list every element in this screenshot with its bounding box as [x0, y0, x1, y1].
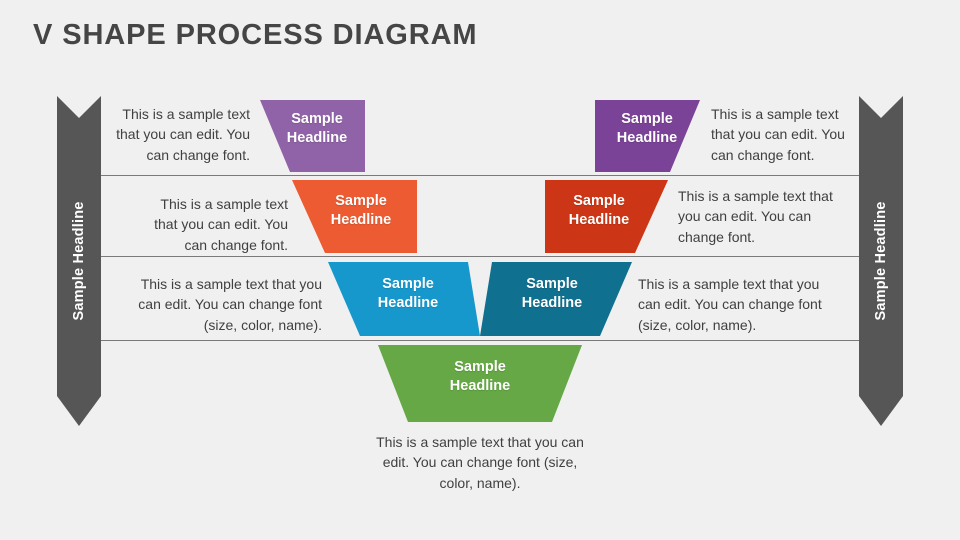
shape-label-purple-left: Sample Headline	[286, 111, 348, 146]
row-divider-3	[95, 340, 864, 341]
body-text-purple-left: This is a sample text that you can edit.…	[116, 106, 250, 163]
sidebar-right[interactable]: Sample Headline	[859, 96, 903, 426]
row-divider-1	[95, 175, 864, 176]
shape-label-green-bottom: Sample Headline	[449, 359, 511, 394]
body-text-red-right: This is a sample text that you can edit.…	[678, 188, 833, 245]
sidebar-left[interactable]: Sample Headline	[57, 96, 101, 426]
shape-label-blue-right: Sample Headline	[521, 276, 583, 311]
page-title: V SHAPE PROCESS DIAGRAM	[33, 19, 478, 51]
shape-label-orange-left: Sample Headline	[330, 193, 392, 228]
shape-label-purple-right: Sample Headline	[616, 111, 678, 146]
body-text-green-bottom: This is a sample text that you can edit.…	[376, 434, 584, 491]
shape-label-red-right: Sample Headline	[568, 193, 630, 228]
body-text-blue-left: This is a sample text that you can edit.…	[138, 276, 322, 333]
body-text-orange-left: This is a sample text that you can edit.…	[154, 196, 288, 253]
shape-label-blue-left: Sample Headline	[377, 276, 439, 311]
body-text-blue-right: This is a sample text that you can edit.…	[638, 276, 822, 333]
body-text-purple-right: This is a sample text that you can edit.…	[711, 106, 845, 163]
sidebar-right-arrow-icon	[859, 96, 903, 426]
row-divider-2	[95, 256, 864, 257]
sidebar-left-arrow-icon	[57, 96, 101, 426]
